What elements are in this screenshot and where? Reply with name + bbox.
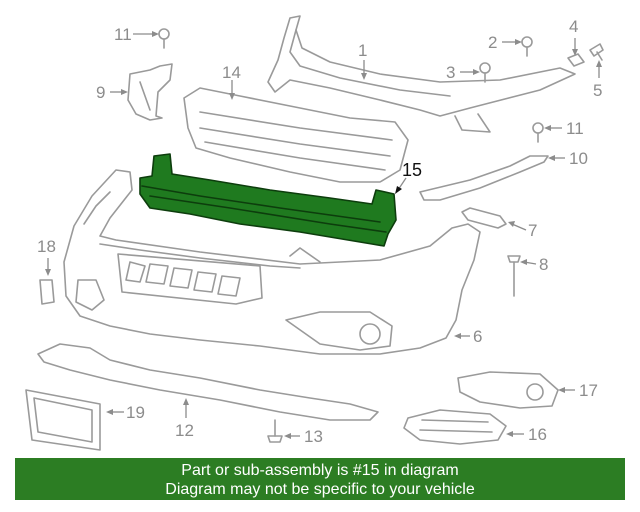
callout-19[interactable]: 19: [126, 403, 145, 422]
part-7-bracket[interactable]: [461, 207, 507, 229]
callout-7[interactable]: 7: [528, 221, 537, 240]
leader-lines: [45, 31, 602, 439]
part-11-pushpin-right[interactable]: [532, 122, 544, 143]
callout-6[interactable]: 6: [473, 327, 482, 346]
callout-13[interactable]: 13: [304, 427, 323, 446]
part-14-grille[interactable]: [183, 87, 409, 183]
notice-banner: Part or sub-assembly is #15 in diagram D…: [15, 458, 625, 500]
callout-12[interactable]: 12: [175, 421, 194, 440]
callout-1[interactable]: 1: [358, 41, 367, 60]
callout-3[interactable]: 3: [446, 63, 455, 82]
part-12-lower-deflector[interactable]: [37, 343, 379, 421]
callout-18[interactable]: 18: [37, 237, 56, 256]
callout-16[interactable]: 16: [528, 425, 547, 444]
part-3-screw[interactable]: [479, 62, 491, 83]
part-15-reinforcement-bar[interactable]: [139, 153, 397, 247]
banner-line-2: Diagram may not be specific to your vehi…: [165, 481, 475, 498]
callout-11-top[interactable]: 11: [114, 25, 132, 44]
part-5-rivet[interactable]: [589, 43, 604, 61]
part-1-upper-frame[interactable]: [267, 15, 576, 133]
callout-11-right[interactable]: 11: [566, 119, 584, 138]
part-11-pushpin-top[interactable]: [158, 28, 170, 49]
callout-15[interactable]: 15: [402, 160, 422, 180]
part-4-clip[interactable]: [567, 53, 585, 67]
part-2-screw[interactable]: [521, 36, 533, 57]
callout-5[interactable]: 5: [593, 81, 602, 100]
part-18-cover[interactable]: [39, 279, 55, 305]
part-16-lower-bezel[interactable]: [403, 409, 507, 445]
banner-line-1: Part or sub-assembly is #15 in diagram: [181, 462, 459, 479]
callout-17[interactable]: 17: [579, 381, 598, 400]
callout-8[interactable]: 8: [539, 255, 548, 274]
part-19-license-bracket[interactable]: [25, 389, 101, 451]
part-8-bolt[interactable]: [507, 255, 521, 297]
part-17-fog-bezel[interactable]: [457, 371, 559, 409]
callout-9[interactable]: 9: [96, 83, 105, 102]
callout-4[interactable]: 4: [569, 17, 578, 36]
part-10-bracket[interactable]: [419, 155, 549, 201]
callout-labels: 11 2 3 4 5 1 14 9 11 10 15 7 8 18 6 17 1…: [37, 17, 602, 446]
parts-diagram: 11 2 3 4 5 1 14 9 11 10 15 7 8 18 6 17 1…: [25, 15, 604, 451]
part-6-bumper-fascia[interactable]: [63, 169, 481, 355]
part-13-pushpin[interactable]: [267, 419, 283, 443]
callout-10[interactable]: 10: [569, 149, 588, 168]
callout-14[interactable]: 14: [222, 63, 241, 82]
part-9-bracket[interactable]: [127, 63, 173, 121]
callout-2[interactable]: 2: [488, 33, 497, 52]
